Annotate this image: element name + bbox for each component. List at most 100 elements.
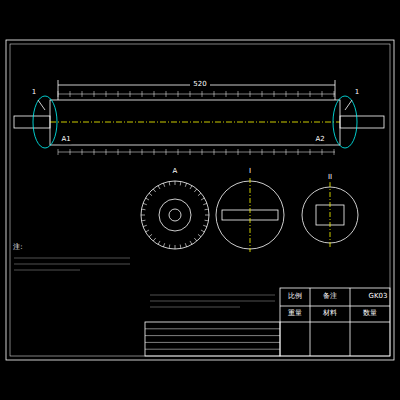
dimension-tick	[322, 91, 323, 97]
gear-tooth	[153, 189, 156, 192]
gear-tooth	[146, 198, 149, 200]
gear-tooth	[203, 203, 207, 204]
gear-tooth	[153, 238, 156, 241]
dimension-tick	[298, 91, 299, 97]
dimension-tick	[190, 91, 191, 97]
dimension-text: A1	[60, 136, 71, 144]
dimension-tick	[130, 91, 131, 97]
gear-tooth	[194, 238, 197, 241]
gear-tooth	[142, 220, 146, 222]
callout-number: 1	[354, 89, 360, 97]
dimension-tick	[70, 149, 71, 155]
gear-tooth	[169, 182, 171, 186]
dimension-tick	[166, 91, 167, 97]
dimension-text: 520	[192, 81, 207, 89]
title-cell: 重量	[287, 310, 303, 318]
gear-tooth	[158, 241, 160, 244]
hub-circle	[159, 199, 191, 231]
table-row-line	[145, 342, 280, 343]
end-flange	[33, 96, 57, 148]
dimension-line	[58, 94, 335, 95]
dimension-tick	[226, 149, 227, 155]
parts-table	[145, 322, 280, 356]
dimension-tick	[226, 91, 227, 97]
title-cell: 比例	[287, 293, 303, 301]
gear-tooth	[185, 243, 186, 247]
dimension-tick	[274, 149, 275, 155]
gear-tooth	[198, 193, 201, 196]
dimension-line	[58, 152, 335, 153]
dimension-tick	[250, 149, 251, 155]
table-grid	[145, 329, 280, 349]
gear-tooth	[143, 203, 147, 204]
gear-tooth	[205, 209, 209, 211]
dimension-tick	[142, 149, 143, 155]
drawing-frame	[6, 40, 394, 360]
dimension-tick	[202, 149, 203, 155]
dimension-tick	[286, 91, 287, 97]
roller-body	[50, 100, 340, 145]
drawing-number: GK03	[368, 293, 389, 301]
note-heading: 注:	[12, 244, 23, 252]
gear-tooth	[194, 189, 197, 192]
dimension-ticks	[58, 91, 334, 155]
gear-tooth	[149, 193, 152, 196]
center-line	[330, 182, 331, 248]
extension-line	[58, 80, 59, 100]
table-row-line	[145, 335, 280, 336]
shaft-left	[14, 116, 50, 128]
title-cell: 数量	[362, 310, 378, 318]
dimension-tick	[154, 91, 155, 97]
table-row-line	[145, 328, 280, 329]
leader-line	[345, 100, 352, 110]
gear-tooth	[201, 230, 204, 232]
gear-tooth	[143, 225, 147, 226]
dimension-tick	[94, 149, 95, 155]
dimension-tick	[190, 149, 191, 155]
dimension-tick	[286, 149, 287, 155]
gear-tooth	[175, 245, 176, 249]
title-cell: 备注	[322, 293, 338, 301]
title-cell: 材料	[322, 310, 338, 318]
gear-tooth	[201, 198, 204, 200]
gear-outline	[141, 181, 209, 249]
section-label: II	[327, 174, 333, 182]
dimension-tick	[238, 149, 239, 155]
dimension-tick	[334, 91, 335, 97]
table-row-line	[145, 349, 280, 350]
dimension-tick	[310, 149, 311, 155]
dimension-tick	[82, 91, 83, 97]
dimension-line	[58, 85, 190, 86]
gear-tooth	[185, 183, 186, 187]
gear-tooth	[190, 186, 192, 189]
dimension-tick	[58, 91, 59, 97]
shaft-right	[340, 116, 384, 128]
dimension-tick	[238, 91, 239, 97]
callout-number: 1	[31, 89, 37, 97]
dimension-tick	[130, 149, 131, 155]
gear-tooth	[158, 186, 160, 189]
dimension-tick	[178, 149, 179, 155]
gear-tooth	[180, 245, 182, 249]
dimension-text: A2	[314, 136, 325, 144]
dimension-tick	[274, 91, 275, 97]
dimension-tick	[106, 149, 107, 155]
gear-tooth	[146, 230, 149, 232]
gear-tooth	[205, 220, 209, 222]
leader-line	[38, 100, 45, 110]
dimension-tick	[334, 149, 335, 155]
title-block	[280, 288, 390, 356]
dimension-tick	[106, 91, 107, 97]
dimension-tick	[82, 149, 83, 155]
dimension-tick	[262, 91, 263, 97]
gear-tooth	[169, 245, 171, 249]
dimension-tick	[214, 149, 215, 155]
dimension-line	[210, 85, 335, 86]
dimension-tick	[118, 91, 119, 97]
gear-tooth	[190, 241, 192, 244]
center-line	[250, 178, 251, 252]
gear-teeth	[141, 181, 209, 249]
dimension-tick	[202, 91, 203, 97]
dimension-tick	[322, 149, 323, 155]
